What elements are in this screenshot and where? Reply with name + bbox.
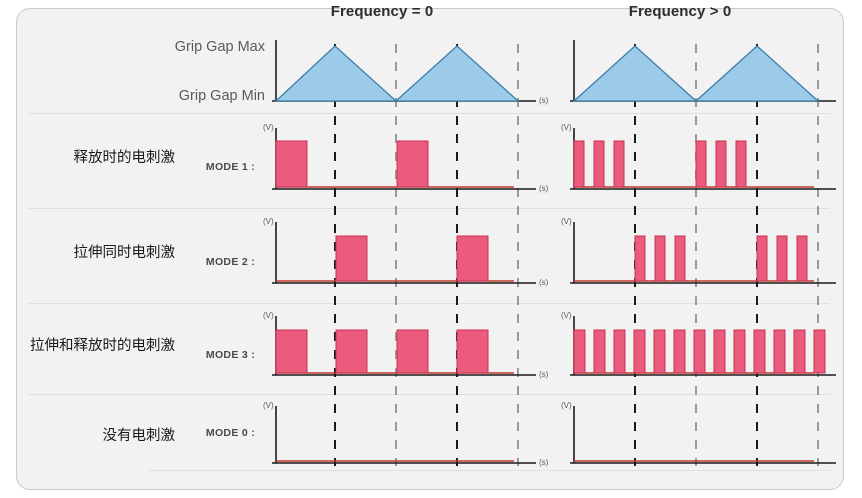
pulse-mode3-left-3 xyxy=(456,329,489,374)
unit-volts-mode1-right: (V) xyxy=(561,123,572,132)
unit-volts-mode0-left: (V) xyxy=(263,401,274,410)
pulse-mode3-right-8 xyxy=(733,329,746,374)
pulse-mode3-right-11 xyxy=(793,329,806,374)
pulse-mode1-right-5 xyxy=(735,140,747,188)
pulse-mode3-right-4 xyxy=(653,329,666,374)
unit-seconds-mode1-left: (s) xyxy=(539,184,549,193)
pulse-mode3-right-10 xyxy=(773,329,786,374)
pulse-mode1-left-0 xyxy=(275,140,308,188)
unit-seconds-mode3-left: (s) xyxy=(539,370,549,379)
pulse-mode2-right-0 xyxy=(634,235,646,282)
pulse-mode1-right-4 xyxy=(715,140,727,188)
pulse-mode1-right-1 xyxy=(593,140,605,188)
pulse-mode2-right-3 xyxy=(756,235,768,282)
pulse-mode3-right-7 xyxy=(713,329,726,374)
unit-volts-mode1-left: (V) xyxy=(263,123,274,132)
unit-volts-mode2-left: (V) xyxy=(263,217,274,226)
pulse-mode3-right-5 xyxy=(673,329,686,374)
pulse-mode3-right-12 xyxy=(813,329,826,374)
pulse-mode3-left-2 xyxy=(396,329,429,374)
pulse-mode3-right-2 xyxy=(613,329,626,374)
grip-gap-triangle-wave-left xyxy=(274,45,520,102)
unit-seconds-mode0-left: (s) xyxy=(539,458,549,467)
pulse-mode2-right-2 xyxy=(674,235,686,282)
unit-seconds-grip-gap-left: (s) xyxy=(539,96,549,105)
unit-volts-mode2-right: (V) xyxy=(561,217,572,226)
row-mode-label-mode0: MODE 0 : xyxy=(205,427,255,439)
row-description-mode2: 拉伸同时电刺激 xyxy=(73,245,176,261)
row-description-mode3: 拉伸和释放时的电刺激 xyxy=(30,338,175,354)
label-grip-gap-max: Grip Gap Max xyxy=(174,39,265,55)
row-separator-5 xyxy=(148,470,830,471)
grip-gap-triangle-wave-right xyxy=(572,45,820,102)
column-header-frequency-zero: Frequency = 0 xyxy=(330,3,434,20)
pulse-mode3-left-1 xyxy=(335,329,368,374)
pulse-mode2-right-5 xyxy=(796,235,808,282)
pulse-mode2-right-4 xyxy=(776,235,788,282)
pulse-mode2-left-0 xyxy=(335,235,368,282)
pulse-mode1-left-1 xyxy=(396,140,429,188)
row-separator-3 xyxy=(28,303,830,304)
row-separator-1 xyxy=(28,113,830,114)
pulse-mode3-left-0 xyxy=(275,329,308,374)
pulse-mode1-right-0 xyxy=(573,140,585,188)
pulse-mode3-right-1 xyxy=(593,329,606,374)
unit-volts-mode0-right: (V) xyxy=(561,401,572,410)
label-grip-gap-min: Grip Gap Min xyxy=(178,88,265,104)
row-mode-label-mode2: MODE 2 : xyxy=(205,256,255,268)
row-separator-2 xyxy=(28,208,830,209)
pulse-mode3-right-0 xyxy=(573,329,586,374)
unit-volts-mode3-left: (V) xyxy=(263,311,274,320)
pulse-mode2-left-1 xyxy=(456,235,489,282)
pulse-mode2-right-1 xyxy=(654,235,666,282)
unit-volts-mode3-right: (V) xyxy=(561,311,572,320)
column-header-frequency-positive: Frequency > 0 xyxy=(628,3,732,20)
pulse-mode3-right-9 xyxy=(753,329,766,374)
pulse-mode3-right-6 xyxy=(693,329,706,374)
row-mode-label-mode1: MODE 1 : xyxy=(205,161,255,173)
pulse-mode1-right-3 xyxy=(695,140,707,188)
pulse-mode3-right-3 xyxy=(633,329,646,374)
row-mode-label-mode3: MODE 3 : xyxy=(205,349,255,361)
unit-seconds-mode2-left: (s) xyxy=(539,278,549,287)
pulse-mode1-right-2 xyxy=(613,140,625,188)
row-separator-4 xyxy=(28,394,830,395)
row-description-mode1: 释放时的电刺激 xyxy=(73,150,176,166)
row-description-mode0: 没有电刺激 xyxy=(102,428,176,444)
